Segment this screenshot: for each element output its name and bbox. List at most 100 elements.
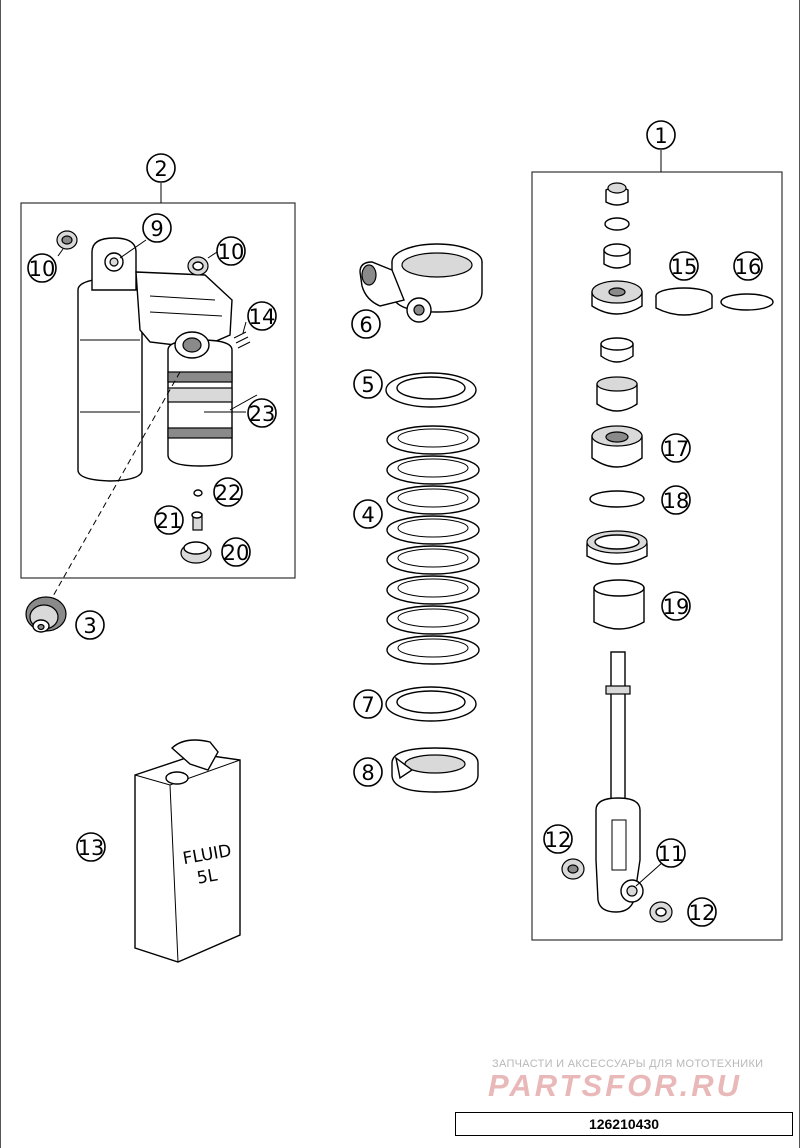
callout-13: 13 bbox=[76, 832, 106, 862]
part-5-spring-seat bbox=[385, 372, 477, 408]
spring-coil-inner bbox=[397, 428, 469, 448]
spring-coil-inner bbox=[397, 638, 469, 658]
callout-number: 7 bbox=[361, 693, 374, 717]
callout-circle bbox=[733, 251, 763, 281]
callout-6: 6 bbox=[351, 309, 381, 339]
callout-17: 17 bbox=[661, 433, 691, 463]
callout-circle bbox=[154, 505, 184, 535]
callout-1: 1 bbox=[646, 120, 676, 150]
spring-coil bbox=[386, 575, 480, 605]
callout-number: 21 bbox=[156, 509, 183, 533]
callout-number: 17 bbox=[663, 437, 690, 461]
callout-number: 22 bbox=[215, 481, 242, 505]
callout-8: 8 bbox=[353, 757, 383, 787]
group-box-2 bbox=[20, 202, 296, 579]
callout-circle bbox=[656, 838, 686, 868]
callout-10: 10 bbox=[216, 236, 246, 266]
part-4-coil-spring bbox=[386, 425, 480, 665]
callout-circle bbox=[351, 309, 381, 339]
part-3-adjuster bbox=[25, 596, 67, 633]
callout-number: 8 bbox=[361, 761, 374, 785]
part-7-spring-seat bbox=[385, 686, 477, 722]
callout-number: 13 bbox=[78, 836, 105, 860]
bushing-part-12-left bbox=[561, 858, 585, 880]
callout-circle bbox=[687, 897, 717, 927]
callout-number: 20 bbox=[223, 541, 250, 565]
callout-2: 2 bbox=[146, 153, 176, 183]
callout-number: 3 bbox=[83, 614, 96, 638]
callout-11: 11 bbox=[656, 838, 686, 868]
callout-number: 11 bbox=[658, 842, 685, 866]
callout-number: 10 bbox=[218, 240, 245, 264]
callout-3: 3 bbox=[75, 610, 105, 640]
callout-circle bbox=[661, 591, 691, 621]
callout-circle bbox=[146, 153, 176, 183]
callout-number: 12 bbox=[545, 828, 572, 852]
spring-coil-inner bbox=[397, 518, 469, 538]
callout-number: 9 bbox=[150, 217, 163, 241]
part-6-adjuster-ring bbox=[359, 243, 483, 323]
callout-number: 14 bbox=[249, 305, 276, 329]
part-1-valve-c bbox=[596, 376, 638, 412]
callout-5: 5 bbox=[353, 369, 383, 399]
callout-circle bbox=[353, 499, 383, 529]
part-11-damper-rod-clevis bbox=[595, 651, 644, 913]
part-14-spring bbox=[233, 331, 251, 349]
part-21-valve bbox=[191, 511, 203, 531]
callout-circle bbox=[76, 832, 106, 862]
callout-circle bbox=[543, 824, 573, 854]
callout-number: 19 bbox=[663, 595, 690, 619]
part-18-circlip bbox=[589, 490, 645, 508]
callout-14: 14 bbox=[247, 301, 277, 331]
part-8-spring-retainer bbox=[391, 747, 479, 793]
callout-circle bbox=[27, 253, 57, 283]
diagram-number-box: 126210430 bbox=[455, 1112, 793, 1136]
callout-21: 21 bbox=[154, 505, 184, 535]
part-22-oring bbox=[193, 489, 203, 497]
callout-circle bbox=[669, 251, 699, 281]
bushing-part-12-right bbox=[649, 901, 673, 923]
spring-coil bbox=[386, 515, 480, 545]
spring-coil-inner bbox=[397, 488, 469, 508]
watermark-logo: PARTSFOR.RU bbox=[488, 1068, 743, 1103]
watermark-tagline: ЗАПЧАСТИ И АКСЕССУАРЫ ДЛЯ МОТОТЕХНИКИ bbox=[492, 1058, 764, 1070]
part-20-cap bbox=[180, 541, 212, 564]
spring-coil-inner bbox=[397, 458, 469, 478]
part-1-piston-top bbox=[591, 280, 643, 315]
assembly-dashed-line bbox=[51, 371, 181, 599]
callout-19: 19 bbox=[661, 591, 691, 621]
callout-number: 6 bbox=[359, 313, 372, 337]
spring-coil bbox=[386, 425, 480, 455]
part-13-fluid-can: FLUID 5L bbox=[134, 739, 241, 963]
callout-number: 12 bbox=[689, 901, 716, 925]
callout-number: 23 bbox=[249, 402, 276, 426]
callout-18: 18 bbox=[661, 485, 691, 515]
callout-circle bbox=[353, 369, 383, 399]
spring-coil bbox=[386, 485, 480, 515]
callout-circle bbox=[221, 537, 251, 567]
callout-circle bbox=[247, 398, 277, 428]
callout-9: 9 bbox=[142, 213, 172, 243]
callout-20: 20 bbox=[221, 537, 251, 567]
shock-body-part bbox=[77, 237, 233, 482]
part-1-washer-a bbox=[604, 217, 630, 231]
part-1-nut bbox=[605, 182, 629, 206]
callout-12: 12 bbox=[687, 897, 717, 927]
callout-circle bbox=[247, 301, 277, 331]
callout-number: 16 bbox=[735, 255, 762, 279]
spring-coil bbox=[386, 455, 480, 485]
callout-circle bbox=[661, 485, 691, 515]
spring-coil-inner bbox=[397, 578, 469, 598]
callout-circle bbox=[75, 610, 105, 640]
callout-circle bbox=[353, 689, 383, 719]
part-15-band bbox=[655, 287, 713, 316]
callout-16: 16 bbox=[733, 251, 763, 281]
part-1-valve-b bbox=[600, 337, 634, 363]
callout-circle bbox=[216, 236, 246, 266]
spring-coil-inner bbox=[397, 608, 469, 628]
callout-15: 15 bbox=[669, 251, 699, 281]
callout-circle bbox=[353, 757, 383, 787]
spring-coil bbox=[386, 545, 480, 575]
part-19-bump-stop bbox=[593, 579, 645, 630]
